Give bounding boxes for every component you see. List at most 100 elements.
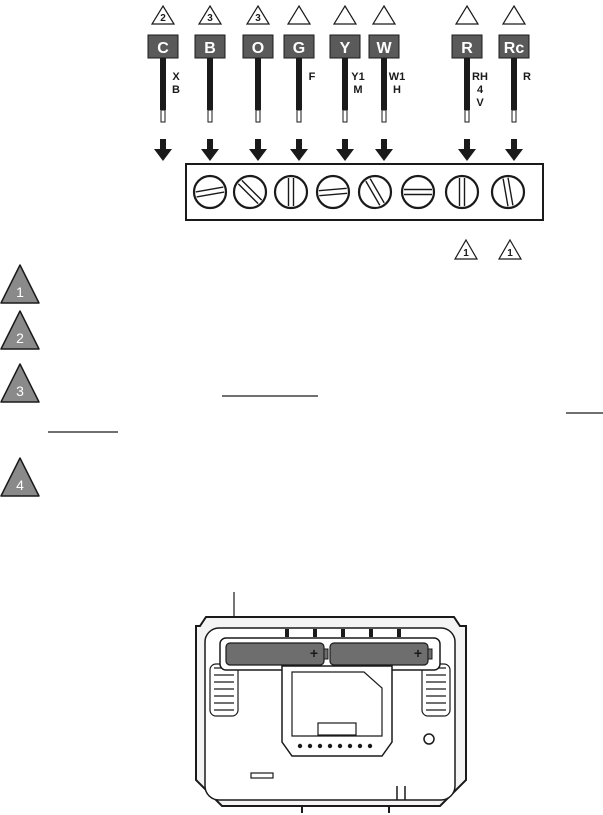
note-4-badge: [0, 457, 40, 497]
terminal-w-wire-label: H: [393, 84, 401, 96]
screw-head: [400, 174, 436, 210]
terminal-block: [185, 163, 544, 221]
note-2-badge: [0, 310, 40, 350]
terminal-rc-wire-label: R: [523, 71, 531, 83]
terminal-w-marker: [371, 4, 397, 25]
latch-slot: [396, 786, 406, 800]
terminal-c-wire: [160, 58, 166, 110]
terminal-b-label: B: [204, 40, 216, 57]
housing-feet: [301, 806, 390, 813]
terminal-r-wire-label: V: [476, 97, 484, 109]
terminal-y-wire-label: M: [353, 84, 362, 96]
terminal-rc: RcR: [498, 4, 531, 161]
terminal-c-label: C: [157, 40, 169, 57]
note-2-number: 2: [16, 330, 24, 346]
connector-pin: [357, 743, 363, 749]
housing-slot: [341, 629, 345, 637]
terminal-w-arrow: [375, 139, 393, 161]
note-3-number: 3: [16, 383, 24, 399]
terminal-rc-wire-tip: [511, 109, 517, 123]
terminal-c-wire-tip: [160, 109, 166, 123]
housing-slot: [369, 629, 373, 637]
note-1-number: 1: [16, 284, 24, 300]
screw-head: [315, 174, 351, 210]
terminal-rc-arrow: [505, 139, 523, 161]
screw-slot: [196, 191, 225, 198]
terminal-rc-label: Rc: [504, 40, 525, 57]
terminal-r-wire-label: 4: [477, 84, 484, 96]
terminal-o-arrow: [249, 139, 267, 161]
terminal-o-marker-number: 3: [255, 13, 261, 24]
terminal-g-arrow: [290, 139, 308, 161]
note-underlines: [48, 395, 603, 433]
terminal-c-marker-number: 2: [160, 13, 166, 24]
screw-head: [232, 174, 268, 210]
screw-head: [192, 174, 228, 210]
connector-pin: [337, 743, 343, 749]
connector-header: [317, 722, 357, 736]
terminal-screw: [192, 174, 228, 210]
terminal-block-marker: [453, 238, 479, 260]
screw-slot: [365, 180, 381, 206]
screw-slot: [507, 177, 514, 206]
label-slot: [250, 772, 274, 779]
mounting-hole: [423, 733, 435, 745]
terminal-g-wire: [296, 58, 302, 110]
terminal-b-marker-number: 3: [207, 13, 213, 24]
terminal-y-wire: [342, 58, 348, 110]
screw-slot: [195, 186, 224, 193]
terminal-c-wire-label: X: [172, 71, 180, 83]
thermostat-back-housing: ++: [195, 592, 467, 813]
battery-terminal-tip: [323, 648, 329, 660]
note-3-badge: [0, 363, 40, 403]
battery-terminal-tip: [427, 648, 433, 660]
terminal-screw: [273, 174, 309, 210]
connector-pin: [317, 743, 323, 749]
terminal-g-wire-tip: [296, 109, 302, 123]
battery-polarity-mark: +: [310, 645, 318, 661]
terminal-r-marker: [454, 4, 480, 25]
terminal-g-wire-label: F: [309, 71, 316, 83]
terminal-block-marker-number: 1: [507, 248, 513, 259]
terminal-screw: [400, 174, 436, 210]
terminal-screw: [357, 174, 393, 210]
terminal-o: 3O: [242, 4, 274, 161]
battery-polarity-mark: +: [414, 645, 422, 661]
terminal-c-wire-label: B: [172, 84, 180, 96]
terminal-o-marker: [245, 4, 271, 25]
terminal-o-label: O: [252, 40, 264, 57]
terminal-r-wire: [464, 58, 470, 110]
terminal-block-marker-number: 1: [463, 248, 469, 259]
terminal-b-marker: [197, 4, 223, 25]
housing-slot: [285, 629, 289, 637]
battery: +: [329, 642, 433, 666]
terminal-y-wire-tip: [342, 109, 348, 123]
terminal-screw: [490, 174, 526, 210]
terminal-r-wire-label: RH: [472, 71, 488, 83]
screw-slot: [241, 179, 263, 201]
terminal-screw: [315, 174, 351, 210]
terminal-screw: [444, 174, 480, 210]
terminal-rc-wire: [511, 58, 517, 110]
terminal-y-label: Y: [340, 40, 351, 57]
terminal-b-wire: [207, 58, 213, 110]
terminal-r-wire-tip: [464, 109, 470, 123]
terminal-block-marker: [497, 238, 523, 260]
terminal-r-label: R: [461, 40, 473, 57]
terminal-screw: [232, 174, 268, 210]
batteries: ++: [219, 637, 441, 671]
housing-slot: [397, 629, 401, 637]
screw-slot: [502, 178, 509, 207]
screw-head: [490, 174, 526, 210]
housing-slots: [285, 629, 401, 637]
housing-slot: [313, 629, 317, 637]
terminal-b: 3B: [194, 4, 226, 161]
terminal-screws: [192, 174, 526, 210]
terminal-w-label: W: [376, 40, 392, 57]
terminal-g-label: G: [293, 40, 305, 57]
